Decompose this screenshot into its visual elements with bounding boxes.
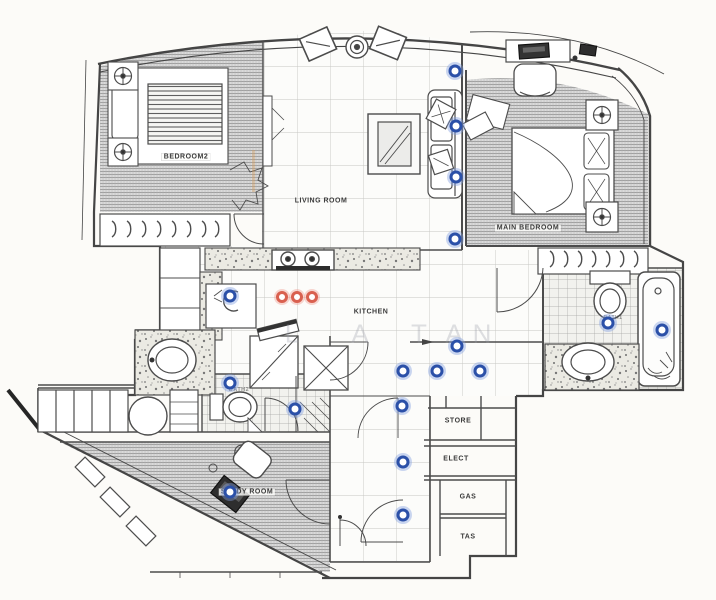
main-bedroom-area <box>461 39 649 275</box>
bedroom2-area <box>99 61 269 247</box>
living-room-area <box>262 25 463 199</box>
study-room-area <box>37 389 331 578</box>
